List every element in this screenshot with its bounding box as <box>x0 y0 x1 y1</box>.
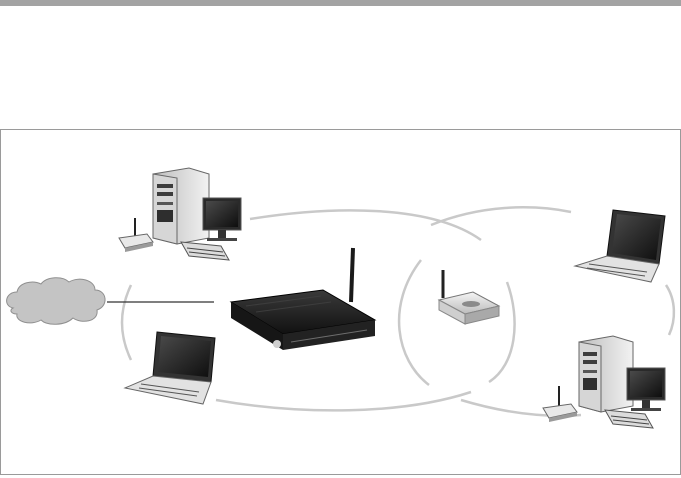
laptop-icon <box>575 210 665 282</box>
wireless-router-icon <box>231 248 375 350</box>
wireless-adapter-icon <box>543 386 577 422</box>
header-rule <box>0 0 681 6</box>
network-diagram <box>0 129 681 475</box>
desktop-computer-icon <box>153 168 241 260</box>
wireless-adapter-icon <box>119 218 153 252</box>
cloud-icon <box>7 278 105 325</box>
diagram-canvas <box>1 130 680 474</box>
desktop-computer-icon <box>579 336 665 428</box>
wireless-access-point-icon <box>439 270 499 324</box>
laptop-icon <box>125 332 215 404</box>
